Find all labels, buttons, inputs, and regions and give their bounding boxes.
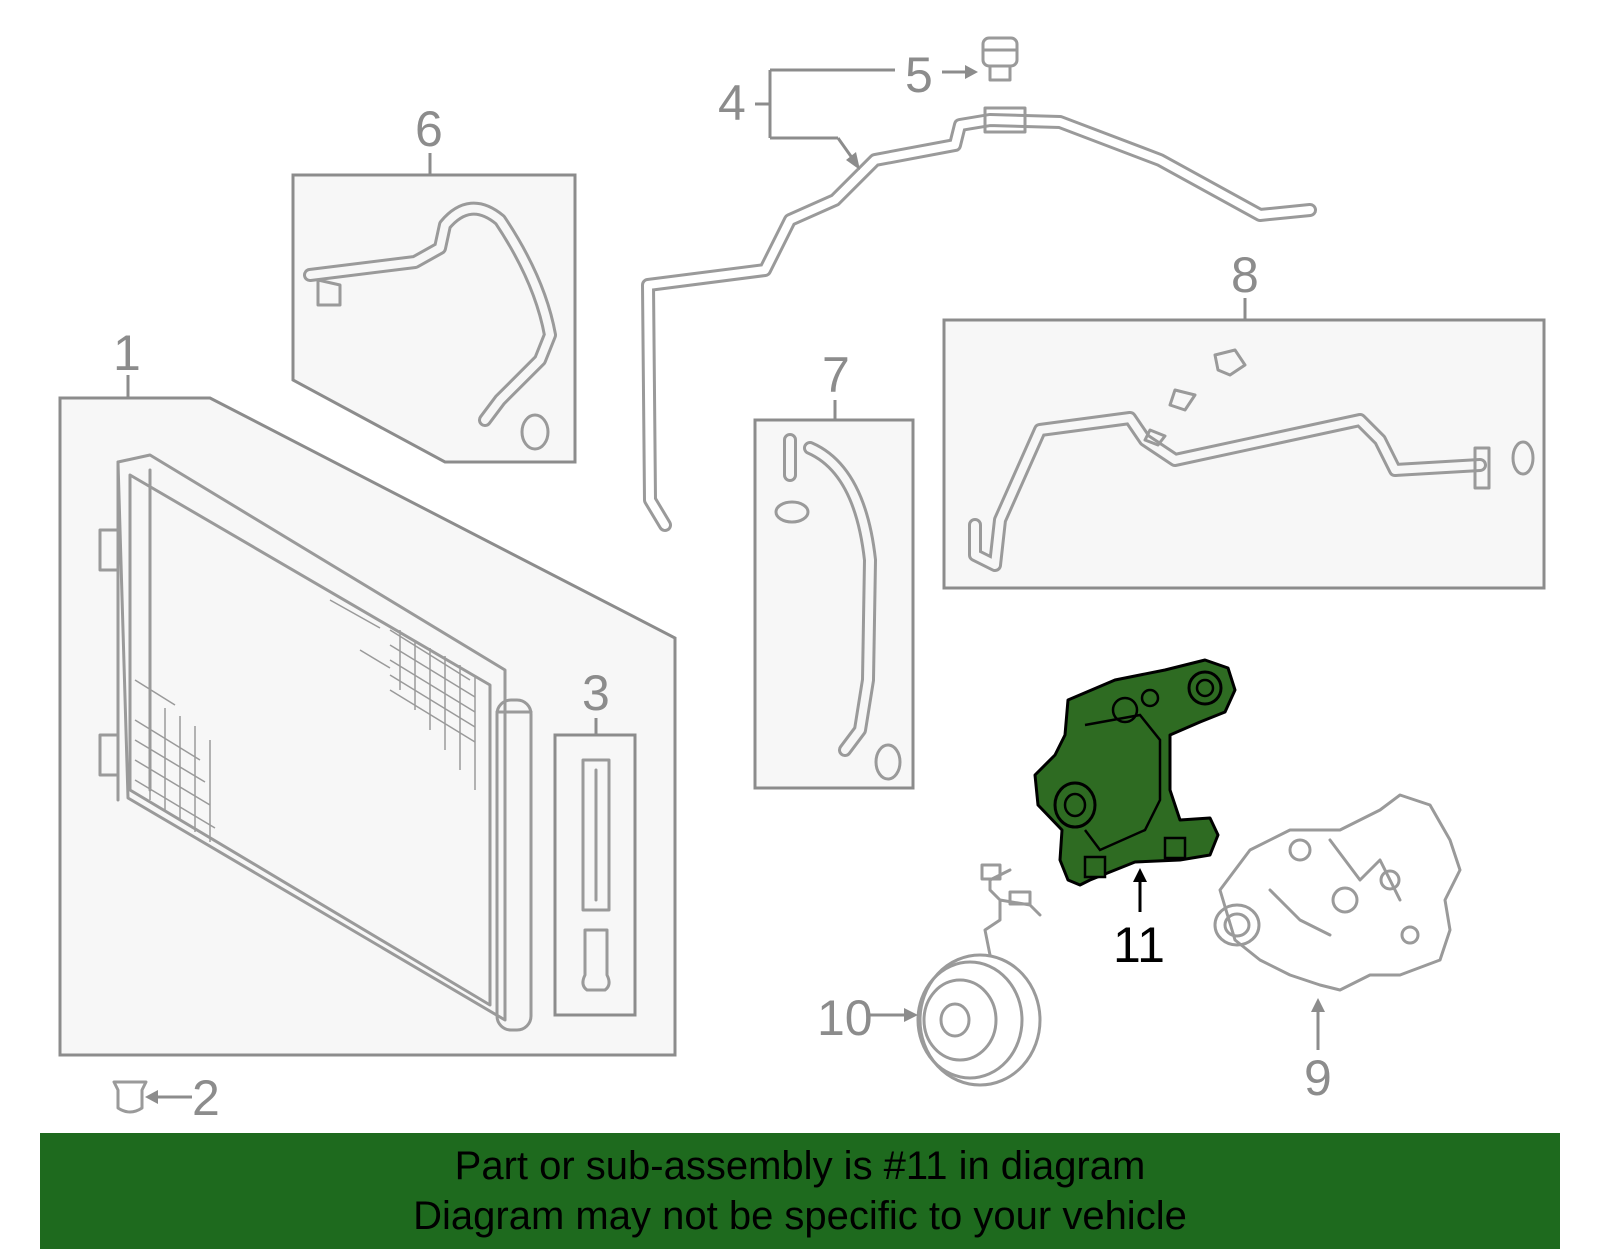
- callout-7: 7: [822, 347, 850, 403]
- callout-1: 1: [113, 325, 141, 381]
- info-banner: Part or sub-assembly is #11 in diagram D…: [40, 1133, 1560, 1249]
- callout-10: 10: [817, 990, 873, 1046]
- part-5-cap: 5: [905, 36, 1019, 103]
- callout-5: 5: [905, 47, 933, 103]
- callout-4: 4: [718, 75, 746, 131]
- part-10-clutch-pulley: 10: [817, 863, 1042, 1087]
- part-6-hose: 6: [291, 101, 577, 464]
- part-7-hose: 7: [753, 347, 915, 790]
- callout-8: 8: [1231, 247, 1259, 303]
- part-11-bracket-highlighted: 11: [1033, 658, 1237, 973]
- part-1-condenser: 1: [58, 325, 677, 1057]
- condenser-fin-grid-top: [329, 599, 476, 790]
- part-9-compressor: 9: [1213, 793, 1462, 1106]
- banner-line-1: Part or sub-assembly is #11 in diagram: [454, 1144, 1146, 1188]
- part-4-pipe: 4: [641, 68, 1317, 532]
- callout-2: 2: [192, 1070, 220, 1126]
- banner-line-2: Diagram may not be specific to your vehi…: [413, 1194, 1187, 1238]
- callout-3: 3: [582, 665, 610, 721]
- part-3-desiccant: 3: [553, 665, 637, 1017]
- callout-9: 9: [1304, 1050, 1332, 1106]
- part-8-pipe: 8: [942, 247, 1546, 590]
- condenser-fin-grid-bottom: [134, 679, 216, 842]
- callout-11: 11: [1113, 917, 1165, 973]
- part-2-plug: 2: [112, 1070, 220, 1126]
- callout-6: 6: [415, 101, 443, 157]
